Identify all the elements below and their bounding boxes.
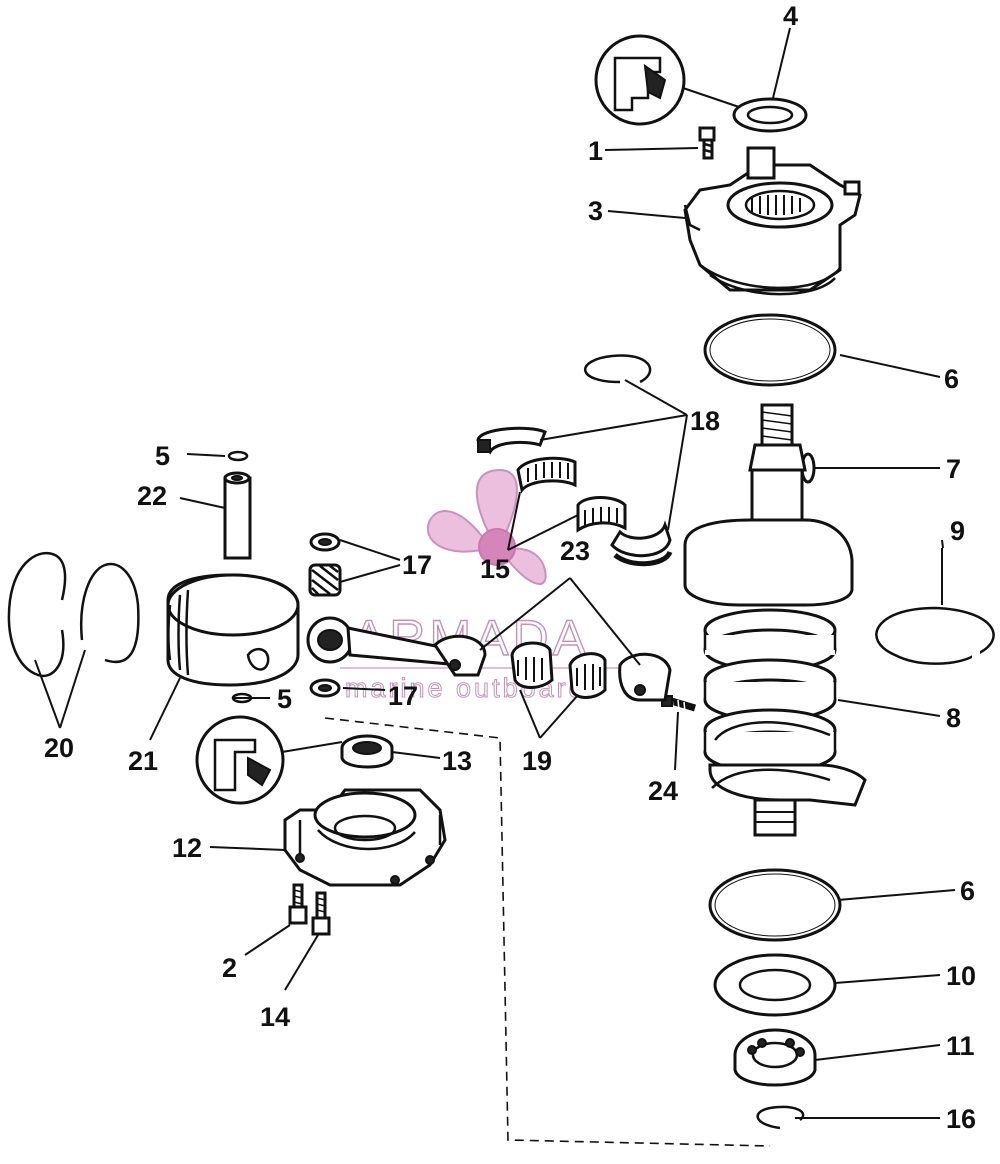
callout-3: 3 [588,196,603,226]
callout-22: 22 [137,481,167,511]
part-17-needle-cage [308,563,342,597]
leader-lines [34,27,956,1119]
callout-1: 1 [588,136,603,166]
callout-6-lower: 6 [960,876,975,906]
part-9-retaining-ring [875,606,995,665]
part-23-needle-bearing [576,496,627,533]
part-10-washer [713,953,837,1017]
part-6-oring-lower [708,868,842,942]
part-18-retaining-ring [583,354,652,384]
part-24-screw [661,695,696,713]
callout-5-lower: 5 [277,684,292,714]
part-16-snap-ring [756,1105,805,1130]
callout-4: 4 [783,1,798,31]
part-21-piston [166,573,300,687]
callout-7: 7 [946,454,961,484]
part-17-thrust-washer [309,532,341,552]
callout-18: 18 [690,406,720,436]
part-20-piston-ring-1 [7,551,67,678]
callout-labels: 4 1 3 6 18 7 9 5 22 17 15 23 5 17 8 20 2… [44,1,976,1134]
part-17-thrust-washer-lower [309,678,341,698]
callout-11: 11 [946,1031,975,1061]
callout-2: 2 [222,953,237,983]
part-19-bearing-cage-2 [568,652,607,699]
part-19-bearing-cage-1 [510,641,554,689]
callout-23: 23 [560,536,590,566]
callout-13: 13 [442,746,472,776]
callout-19: 19 [522,746,552,776]
part-15-needle-bearing [516,456,577,494]
callout-8: 8 [946,703,961,733]
part-14-screw [311,891,331,936]
part-4-seal [594,34,808,133]
callout-10: 10 [946,961,976,991]
part-5-retainer-upper [227,450,249,462]
callout-20: 20 [44,733,74,763]
callout-21: 21 [128,746,158,776]
assembly-dashed-line [324,717,771,1147]
callout-17-lower: 17 [388,681,418,711]
part-12-lower-housing [283,788,447,887]
callout-5-upper: 5 [155,441,170,471]
part-20-piston-ring-2 [80,562,140,664]
part-6-oring-upper [703,313,837,387]
part-18-bearing-race-left [476,426,547,455]
callout-12: 12 [172,833,202,863]
callout-16: 16 [946,1104,976,1134]
part-18-bearing-race-right [610,520,673,567]
connecting-rod-cap [618,652,672,702]
part-1-bolt [698,126,716,160]
callout-9: 9 [950,516,965,546]
connecting-rod [306,616,487,677]
part-2-screw [288,883,308,925]
callout-24: 24 [648,776,678,806]
watermark-tagline: marine outboards [345,673,603,703]
part-13-seal [195,715,394,805]
callout-14: 14 [260,1002,290,1032]
callout-15: 15 [480,554,510,584]
part-22-wrist-pin [223,471,252,560]
callout-17-upper: 17 [402,550,432,580]
callout-6-upper: 6 [944,364,959,394]
part-11-ball-bearing [733,1028,817,1087]
part-3-upper-housing [683,146,862,296]
part-8-crankshaft [683,403,867,837]
propeller-logo [426,468,547,585]
